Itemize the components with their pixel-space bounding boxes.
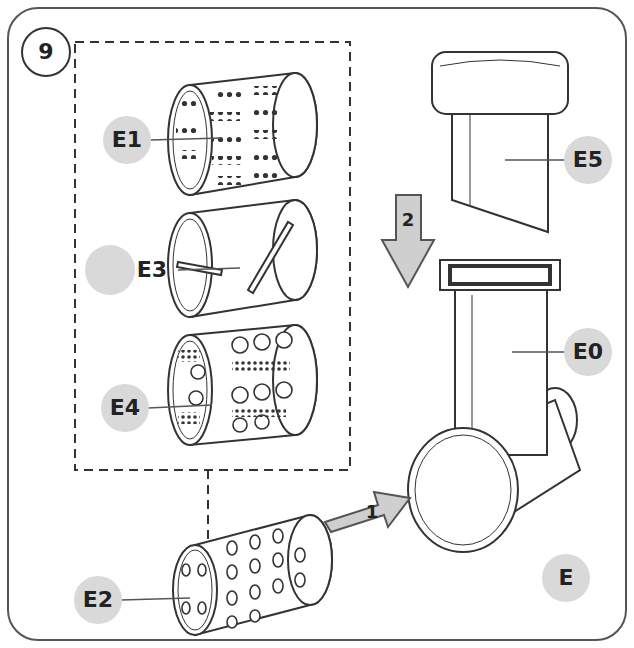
callout-circle: E5 (564, 136, 612, 184)
callout-text: E4 (110, 397, 140, 419)
callout-text: 9 (38, 41, 53, 63)
callout-text: E0 (573, 341, 603, 363)
callout-text: E (558, 567, 573, 589)
callout-text: E2 (83, 589, 113, 611)
step-number: 2 (402, 211, 415, 229)
step-number: 1 (366, 503, 379, 521)
callout-circle: E (542, 554, 590, 602)
callout-circle: E1 (103, 116, 151, 164)
figure-number: 9 (21, 27, 71, 77)
callout-text: E5 (573, 149, 603, 171)
part-label: E3 (137, 259, 167, 281)
callout-text: E1 (112, 129, 142, 151)
callout-circle: E4 (101, 384, 149, 432)
callout-circle: E2 (74, 576, 122, 624)
callout-circle: E0 (564, 328, 612, 376)
